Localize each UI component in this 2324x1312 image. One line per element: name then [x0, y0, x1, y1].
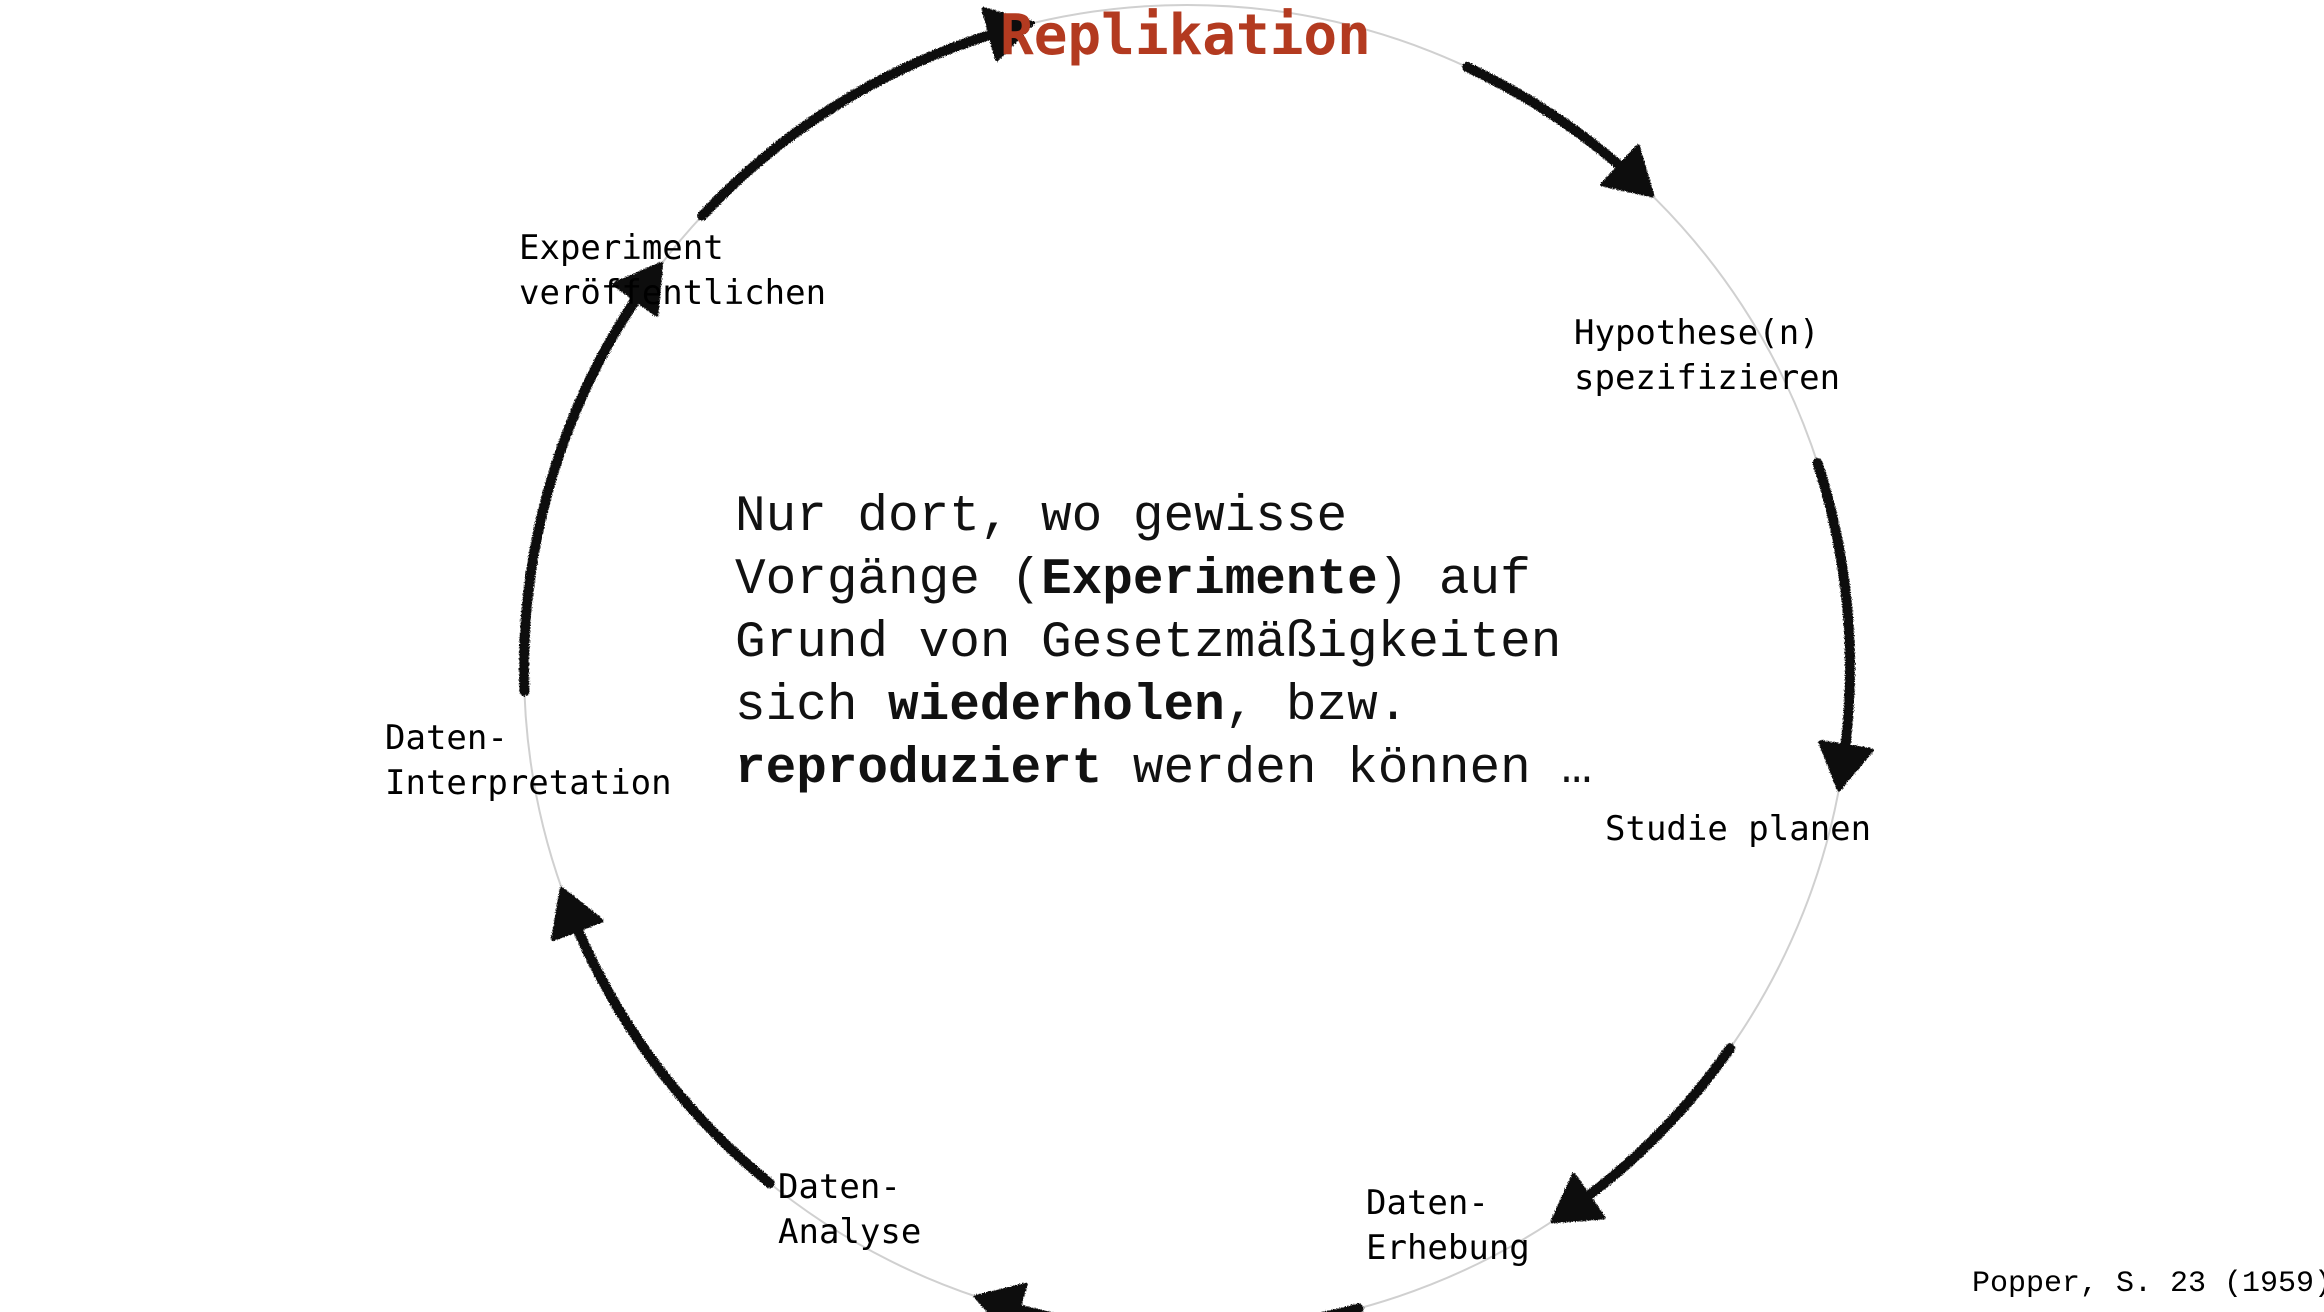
arrow-replikation-to-hypothese-head	[1600, 144, 1655, 198]
quote-text: , bzw.	[1224, 678, 1409, 735]
stage-erhebung-label: Daten- Erhebung	[1366, 1181, 1530, 1271]
stage-hypothese-line-1: Hypothese(n)	[1574, 313, 1820, 353]
quote-text: ) auf	[1377, 552, 1531, 609]
quote-line-3: Grund von Gesetzmäßigkeiten	[735, 612, 1675, 675]
cycle-title: Replikation	[1000, 3, 1371, 68]
arrow-veroeffentlichen-to-replikation-head	[981, 7, 1035, 62]
quote-line-1: Nur dort, wo gewisse	[735, 486, 1675, 549]
quote-text: sich	[735, 678, 889, 735]
arrow-analyse-to-interpretation-head	[551, 886, 604, 942]
arrow-interpretation-to-veroeffentlichen-shaft	[519, 273, 656, 697]
arrow-replikation-to-hypothese-shaft	[1462, 62, 1645, 189]
arrow-studie-to-erhebung-shaft	[1562, 1043, 1736, 1217]
arrow-studie-to-erhebung-head	[1550, 1172, 1606, 1224]
stage-erhebung-line-1: Daten-	[1366, 1183, 1489, 1223]
stage-veroeffentlichen-line-1: Experiment	[519, 228, 724, 268]
quote-text: Vorgänge (	[735, 552, 1042, 609]
citation: Popper, S. 23 (1959)	[1972, 1267, 2324, 1301]
quote-line-5: reproduziert werden können …	[735, 738, 1675, 801]
stage-veroeffentlichen-label: Experiment veröffentlichen	[519, 226, 826, 316]
stage-analyse-line-1: Daten-	[778, 1167, 901, 1207]
stage-erhebung-line-2: Erhebung	[1366, 1228, 1530, 1268]
arrow-interpretation-to-veroeffentlichen-head	[612, 261, 664, 317]
arrow-erhebung-to-analyse-shaft	[988, 1297, 1364, 1312]
quote-text: Nur dort, wo gewisse	[735, 489, 1348, 546]
arrow-analyse-to-interpretation-shaft	[563, 900, 775, 1189]
popper-quote: Nur dort, wo gewisse Vorgänge (Experimen…	[735, 486, 1675, 801]
quote-line-4: sich wiederholen, bzw.	[735, 675, 1675, 738]
quote-emphasis-wiederholen: wiederholen	[888, 678, 1225, 735]
stage-analyse-label: Daten- Analyse	[778, 1165, 921, 1255]
stage-studie-line-1: Studie planen	[1605, 809, 1872, 849]
stage-interpretation-label: Daten- Interpretation	[385, 716, 672, 806]
stage-hypothese-line-2: spezifizieren	[1574, 358, 1841, 398]
stage-hypothese-label: Hypothese(n) spezifizieren	[1574, 311, 1840, 401]
quote-line-2: Vorgänge (Experimente) auf	[735, 549, 1675, 612]
quote-text: werden können …	[1102, 741, 1592, 798]
stage-interpretation-line-2: Interpretation	[385, 763, 672, 803]
quote-text: Grund von Gesetzmäßigkeiten	[735, 615, 1562, 672]
stage-studie-label: Studie planen	[1605, 807, 1871, 852]
stage-interpretation-line-1: Daten-	[385, 718, 508, 758]
stage-veroeffentlichen-line-2: veröffentlichen	[519, 273, 827, 313]
quote-emphasis-experimente: Experimente	[1041, 552, 1378, 609]
arrow-hypothese-to-studie-shaft	[1812, 458, 1855, 777]
stage-analyse-line-2: Analyse	[778, 1212, 922, 1252]
arrow-erhebung-to-analyse-head	[973, 1282, 1028, 1312]
quote-emphasis-reproduziert: reproduziert	[735, 741, 1103, 798]
arrow-hypothese-to-studie-head	[1818, 740, 1874, 792]
arrow-veroeffentlichen-to-replikation-shaft	[697, 22, 1021, 221]
